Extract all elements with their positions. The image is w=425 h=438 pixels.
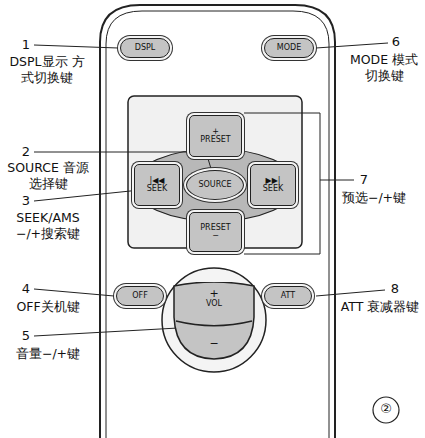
- mode-button: MODE: [264, 38, 314, 58]
- preset-down-button: PRESET−: [189, 212, 242, 252]
- callout-label: SOURCE 音源选择键: [2, 160, 94, 191]
- button-label: |◀◀: [150, 177, 165, 185]
- button-label: ATT: [281, 292, 295, 300]
- callout-number: 6: [388, 34, 404, 50]
- att-button: ATT: [264, 286, 312, 306]
- callout-label: OFF关机键: [2, 299, 94, 315]
- button-label: OFF: [132, 292, 148, 300]
- callout-label: ATT 衰减器键: [340, 299, 420, 315]
- callout-number: 5: [18, 328, 34, 344]
- button-label: DSPL: [135, 44, 156, 52]
- off-button: OFF: [116, 286, 164, 306]
- button-label: PRESET: [200, 224, 230, 232]
- leader-lines: [34, 43, 388, 336]
- callout-number: 3: [18, 193, 34, 209]
- callout-label: MODE 模式切换键: [346, 52, 422, 83]
- remote-body: [100, 5, 335, 438]
- volume-button: +VOL −: [172, 282, 256, 360]
- callout-number: 8: [387, 281, 403, 297]
- button-label: VOL: [172, 300, 256, 308]
- button-label: +: [212, 128, 219, 136]
- dspl-button: DSPL: [120, 38, 170, 58]
- callout-label: 音量−/+键: [2, 346, 94, 362]
- nav-panel: [128, 96, 302, 248]
- button-label: −: [212, 232, 219, 240]
- vol-ring: [162, 268, 266, 372]
- callout-number: 4: [18, 281, 34, 297]
- button-label: SEEK: [147, 185, 167, 193]
- button-label: ▶▶|: [266, 177, 281, 185]
- callout-number: 2: [18, 144, 34, 160]
- figure-circle: [373, 397, 399, 423]
- remote-body-inner: [106, 11, 329, 438]
- seek-down-button: |◀◀SEEK: [134, 164, 180, 206]
- button-label: −: [172, 338, 256, 350]
- source-button: SOURCE: [186, 170, 244, 200]
- nav-ring: [133, 149, 297, 221]
- button-label: PRESET: [200, 136, 230, 144]
- callout-number: 7: [356, 172, 372, 188]
- callout-label: 预选−/+键: [328, 190, 420, 206]
- preset-up-button: +PRESET: [189, 115, 242, 157]
- button-label: MODE: [277, 44, 301, 52]
- callout-number: 1: [18, 37, 34, 53]
- callout-label: SEEK/AMS −/+搜索键: [2, 210, 94, 241]
- button-label: SEEK: [263, 185, 283, 193]
- button-label: SOURCE: [198, 181, 231, 189]
- button-label: +: [172, 288, 256, 300]
- seek-up-button: ▶▶|SEEK: [250, 164, 296, 206]
- callout-number: ②: [376, 401, 396, 417]
- callout-label: DSPL显示 方式切换键: [4, 54, 90, 85]
